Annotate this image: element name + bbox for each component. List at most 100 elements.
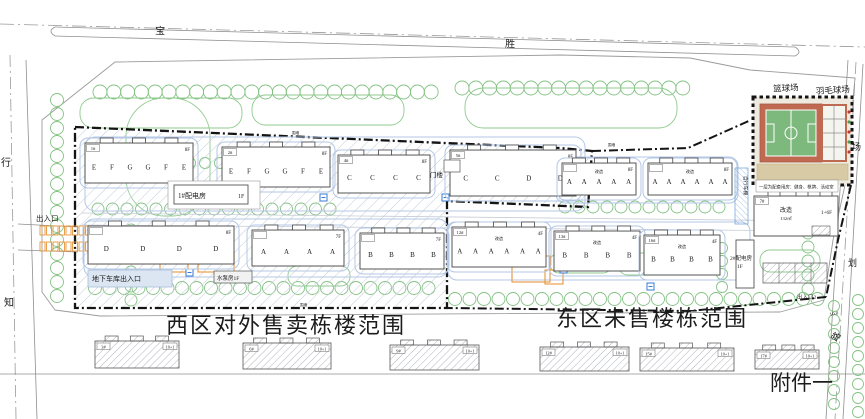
unit-letter: A — [666, 178, 671, 186]
floor-count: 8F — [724, 168, 730, 173]
renovation-id: 7# — [760, 200, 765, 205]
unit-letter: F — [301, 167, 305, 175]
unit-letter: C — [463, 174, 468, 182]
gate-house-label: 门楼 — [430, 170, 444, 179]
unit-letter: D — [104, 245, 109, 253]
unit-letter: A — [261, 248, 266, 256]
unit-letter: B — [431, 251, 436, 259]
unit-letter: B — [708, 255, 713, 263]
tree-column — [852, 294, 864, 418]
unit-letter: A — [473, 247, 478, 255]
unit-letter: D — [526, 174, 531, 182]
building-number: 3# — [101, 344, 106, 349]
unit-letter: B — [689, 255, 694, 263]
renovation-tag: 改造 — [495, 235, 504, 242]
unit-letter: B — [410, 251, 415, 259]
unit-letter: F — [110, 163, 114, 171]
renovation-note: 一层为配套用房：健身、棋牌、活动室 — [759, 184, 834, 191]
floor-count: 8F — [322, 152, 328, 157]
floor-count: 7F — [336, 235, 342, 240]
road-name-top-2: 胜 — [505, 38, 515, 50]
floor-count: 8F — [226, 231, 232, 236]
unit-letter: B — [562, 251, 567, 259]
unit-letter: D — [177, 245, 182, 253]
renovation-area: 132㎡ — [780, 215, 792, 221]
utility-icon — [646, 282, 655, 291]
floor-count: 10+1 — [616, 350, 625, 355]
unit-letter: A — [567, 178, 572, 186]
unit-letter: C — [347, 174, 352, 182]
unit-letter: B — [605, 251, 610, 259]
building-number: 4# — [344, 158, 349, 163]
floor-count: 10+1 — [806, 353, 815, 358]
unit-letter: E — [319, 167, 323, 175]
renovation-label: 改造 — [780, 206, 792, 214]
building-number: 9# — [396, 348, 401, 353]
unit-letter: C — [495, 174, 500, 182]
tree-column — [50, 93, 64, 303]
fence-label-2: 围墙 — [608, 142, 616, 147]
parking-stalls — [762, 262, 828, 284]
unit-letter: A — [596, 178, 601, 186]
renovation-building — [753, 179, 839, 237]
renovation-note-box — [755, 179, 839, 193]
building-number: 6# — [249, 346, 254, 351]
unit-letter: D — [213, 245, 218, 253]
unit-letter: E — [182, 163, 186, 171]
unit-letter: A — [611, 178, 616, 186]
utility-icon — [185, 268, 194, 277]
unit-letter: A — [722, 178, 727, 186]
floor-count: 8F — [422, 160, 428, 165]
unit-letter: A — [694, 178, 699, 186]
floor-count: 8F — [628, 168, 634, 173]
building-number: 15# — [645, 351, 652, 356]
unit-letter: G — [282, 167, 287, 175]
unit-letter: C — [416, 174, 421, 182]
road-name-top-1: 宝 — [155, 24, 165, 37]
building-number: 12# — [545, 350, 552, 355]
substation1-label: 1#配电房 — [178, 191, 206, 200]
shrub-cloud — [251, 94, 405, 126]
south-building-footprint: 6#10+1 — [242, 337, 332, 370]
tree-row — [92, 84, 439, 100]
south-building-footprint: 15# 10+1 — [639, 342, 735, 372]
unit-letter: A — [457, 247, 462, 255]
fence-label-3: 围墙 — [300, 302, 308, 307]
floor-count: 7F — [436, 238, 442, 243]
unit-letter: B — [368, 251, 373, 259]
floor-count: 4F — [538, 232, 544, 237]
road-name-left-1: 行 — [1, 156, 11, 169]
building-number: 13# — [559, 234, 567, 239]
road-width-dim: 10.0 — [829, 311, 839, 318]
road-name-right-2: 划 — [848, 257, 857, 268]
road-name-left-2: 知 — [4, 296, 14, 309]
shrub-cloud — [464, 87, 678, 129]
unit-letter: A — [708, 178, 713, 186]
unit-letter: A — [284, 248, 289, 256]
substation1-floor: 1F — [238, 194, 245, 200]
garage-ramp — [87, 269, 173, 288]
building-number: 17# — [760, 353, 767, 358]
floor-count: 10+1 — [721, 351, 730, 356]
unit-letter: A — [489, 247, 494, 255]
basketball-label: 篮球场 — [773, 82, 799, 93]
unit-letter: G — [264, 167, 269, 175]
garage-entrance-label: 地下车库出入口 — [92, 274, 141, 283]
floor-count: 8F — [185, 148, 191, 153]
renovation-tag: 改造 — [686, 168, 695, 175]
facilities-layer — [87, 95, 854, 289]
building-number: 12# — [457, 230, 465, 235]
east-zone-title: 东区未售楼栋范围 — [556, 306, 748, 331]
